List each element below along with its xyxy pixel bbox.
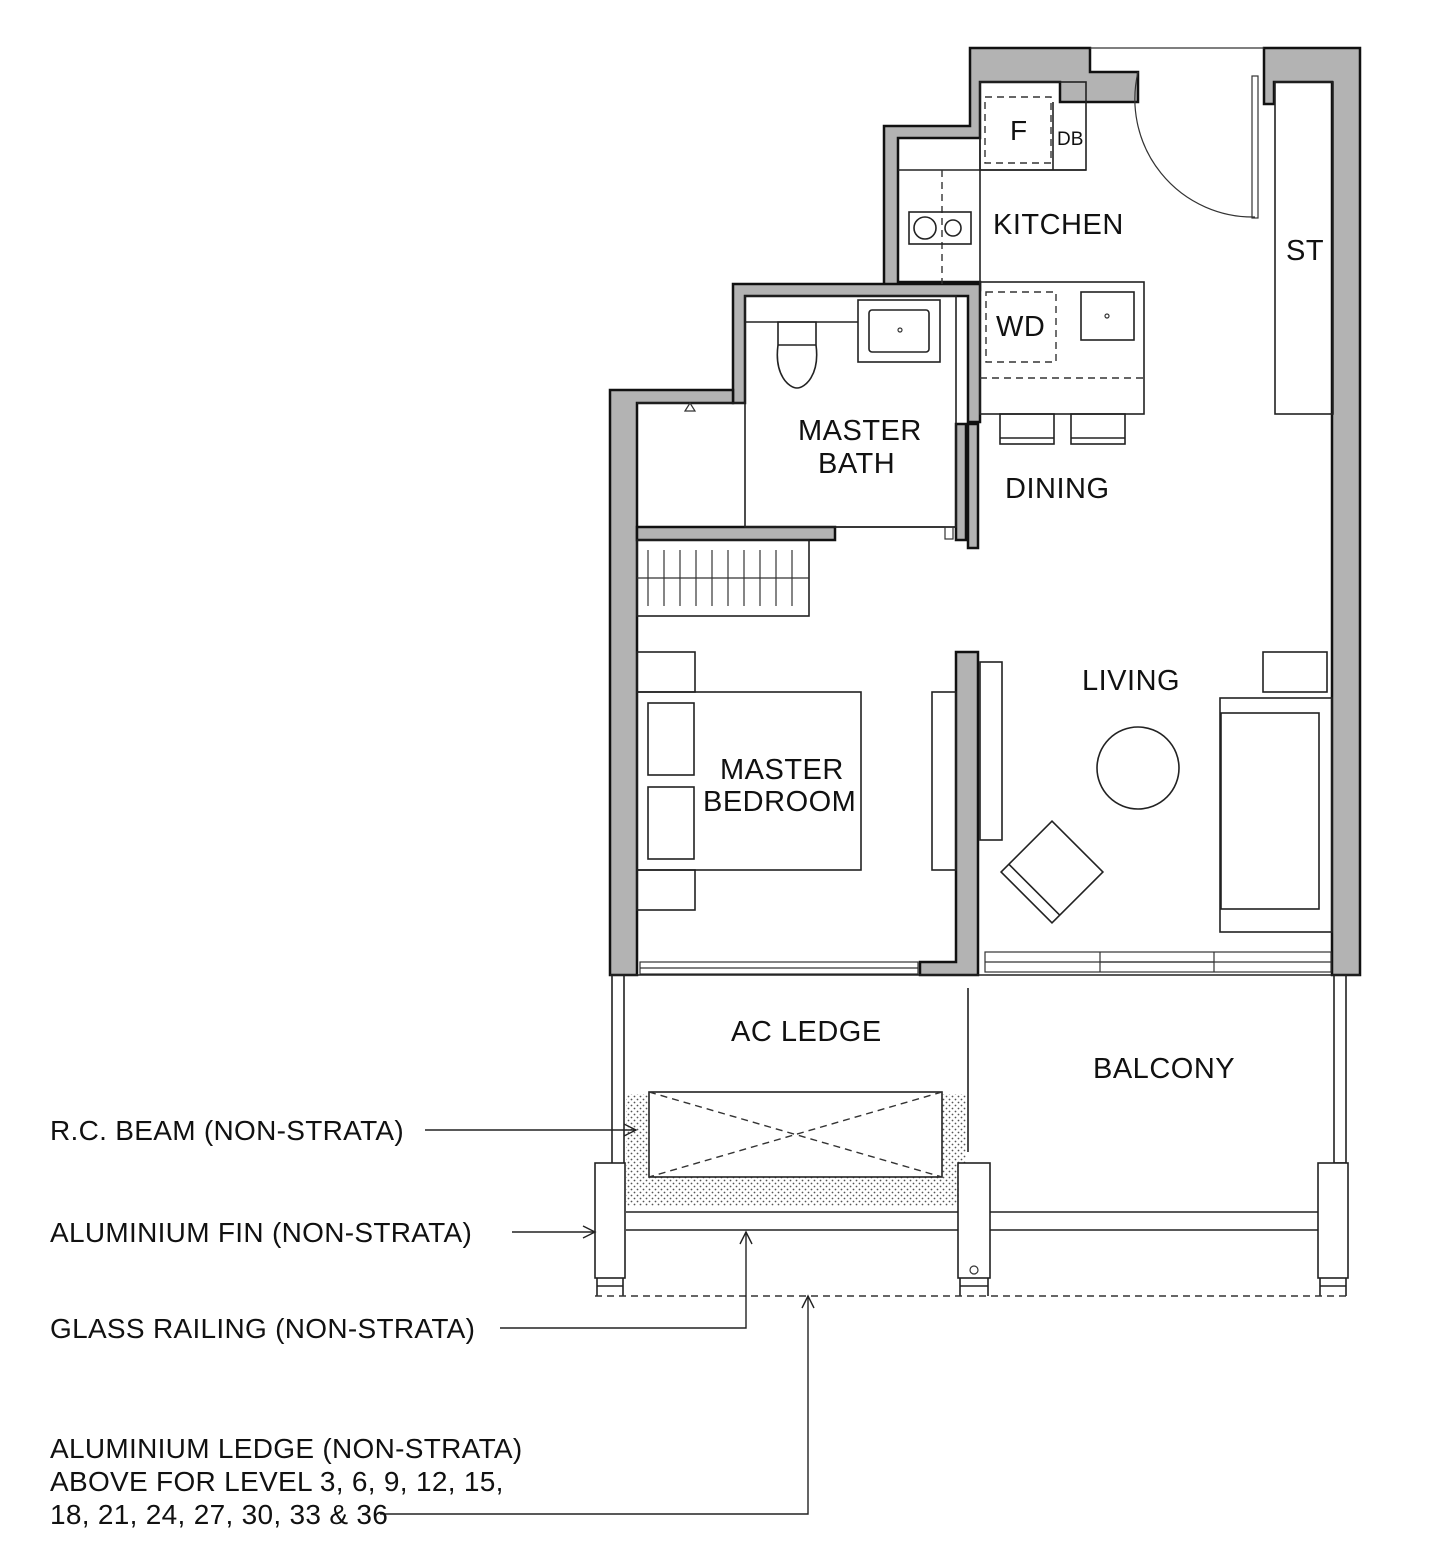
wall-west [608,388,735,977]
label-balcony: BALCONY [1093,1053,1235,1085]
ac-ledge-balcony [594,974,1360,1297]
leader-lines [380,1123,815,1515]
label-db: DB [1057,129,1083,150]
master-bedroom-fixtures [636,539,957,975]
label-ac-ledge: AC LEDGE [731,1016,882,1048]
stool [999,413,1055,445]
label-master-bath-2: BATH [818,448,895,480]
label-kitchen: KITCHEN [993,209,1124,241]
aluminium-fin [594,1162,626,1279]
wall-bath-upper [731,282,982,424]
note-aluminium-ledge-2: ABOVE FOR LEVEL 3, 6, 9, 12, 15, [50,1466,504,1497]
kitchen-counter [979,281,1145,415]
wall-bed-living [918,650,980,977]
hob [908,211,972,245]
wall-bath-bottom [635,525,837,542]
notes: R.C. BEAM (NON-STRATA) ALUMINIUM FIN (NO… [50,1115,523,1530]
washer-dryer-outline [985,291,1057,363]
fridge-outline [984,96,1052,164]
note-glass-railing: GLASS RAILING (NON-STRATA) [50,1313,475,1344]
living-fixtures [979,651,1333,973]
kitchen-sink [1080,291,1135,341]
note-aluminium-ledge-1: ALUMINIUM LEDGE (NON-STRATA) [50,1433,523,1464]
side-table [1262,651,1328,693]
label-dining: DINING [1005,473,1110,505]
bed [636,691,862,871]
dresser [931,691,957,871]
toilet [776,321,818,389]
note-rc-beam: R.C. BEAM (NON-STRATA) [50,1115,404,1146]
store-cabinet [1274,81,1334,415]
tv-console [979,661,1003,841]
wall-entrance-pier [1262,46,1362,977]
wall-top-kitchen [882,46,1140,292]
armchair [999,819,1105,925]
kitchen-fixtures [898,81,1334,445]
wall-bath-east [954,422,968,542]
label-living: LIVING [1082,665,1180,697]
ac-unit [648,1091,943,1178]
label-master-bedroom-1: MASTER [720,754,844,786]
master-bath-fixtures [637,295,957,540]
aluminium-fin [1317,1162,1349,1279]
label-master-bath-1: MASTER [798,415,922,447]
label-washer-dryer: WD [996,311,1045,343]
stool [1070,413,1126,445]
room-labels: F DB KITCHEN ST WD MASTER BATH DINING LI… [703,115,1324,1085]
label-store: ST [1286,235,1324,267]
note-aluminium-fin: ALUMINIUM FIN (NON-STRATA) [50,1217,472,1248]
walls [608,46,1362,977]
entrance-door [1090,47,1264,219]
bath-vanity [857,299,941,363]
wall-dining-west [966,422,980,550]
pillow [647,786,695,860]
aluminium-fin [957,1162,991,1279]
note-aluminium-ledge-3: 18, 21, 24, 27, 30, 33 & 36 [50,1499,388,1530]
bedside-table [636,651,696,693]
sofa [1219,697,1333,933]
label-fridge: F [1010,115,1027,146]
label-master-bedroom-2: BEDROOM [703,786,856,818]
coffee-table [1096,726,1180,810]
bedside-table [636,869,696,911]
pillow [647,702,695,776]
